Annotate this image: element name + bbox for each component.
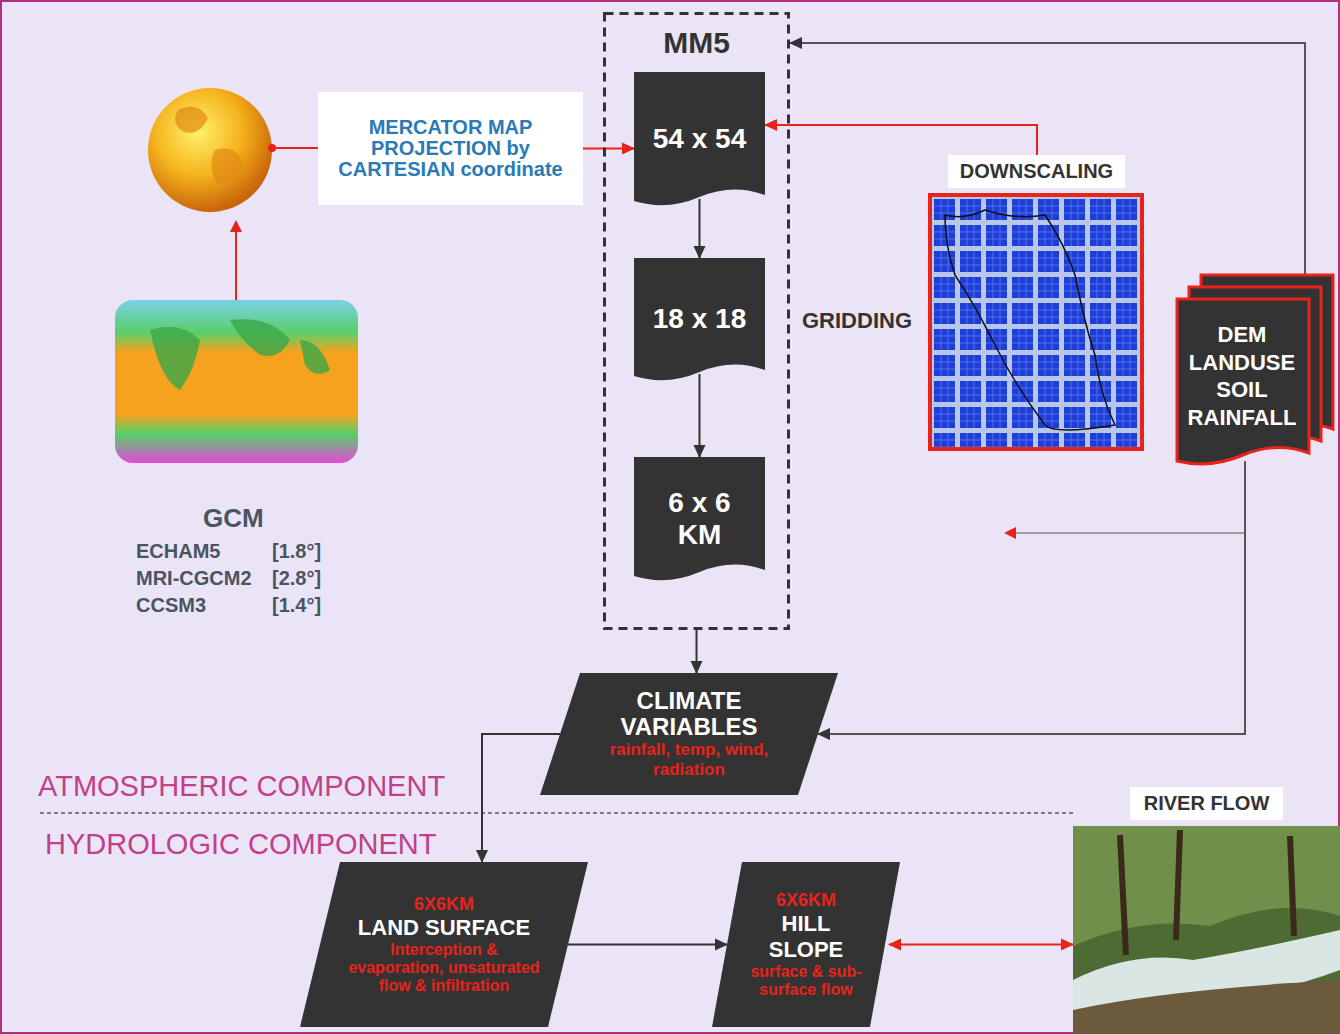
node-title: 6X6KM bbox=[414, 894, 474, 915]
annotation-label: [1.4°] bbox=[272, 594, 321, 617]
box-fill bbox=[318, 92, 583, 205]
river-photo-frame: RIVER FLOW bbox=[1073, 787, 1340, 1034]
globe-continents bbox=[175, 106, 243, 184]
parallelogram-shape bbox=[300, 862, 588, 1027]
model-group: MM5 54 x 54 18 x 18 6 x 6 KM bbox=[603, 12, 790, 630]
node-title: MM5 bbox=[663, 26, 730, 60]
annotation-label: [2.8°] bbox=[272, 567, 321, 590]
annotation-label: GCM bbox=[203, 503, 264, 534]
map-outline bbox=[945, 210, 1115, 430]
resolution-box: 6 x 6 KM bbox=[634, 457, 765, 580]
document-sheet bbox=[1177, 299, 1309, 464]
data-parallelogram: 6X6KMLAND SURFACEInterception & evaporat… bbox=[300, 862, 588, 1027]
node-text: rainfall, temp, wind, radiation bbox=[594, 740, 784, 780]
flow-connector bbox=[568, 944, 727, 946]
river-photo-bank bbox=[1073, 980, 1340, 1034]
world-map-land bbox=[150, 319, 330, 390]
component-divider bbox=[40, 812, 1075, 814]
river-photo-trees bbox=[1073, 826, 1340, 946]
flow-connector bbox=[482, 734, 560, 862]
data-parallelogram: CLIMATE VARIABLESrainfall, temp, wind, r… bbox=[540, 673, 838, 795]
document-shape bbox=[634, 258, 765, 380]
world-map bbox=[115, 300, 358, 463]
node-title: DOWNSCALING bbox=[948, 155, 1125, 188]
node-title: RIVER FLOW bbox=[1130, 787, 1284, 820]
data-parallelogram: 6X6KMHILL SLOPEsurface & sub-surface flo… bbox=[712, 862, 900, 1027]
annotation-label: HYDROLOGIC COMPONENT bbox=[45, 828, 437, 861]
node-title: 18 x 18 bbox=[653, 303, 746, 335]
input-data-stack: DEM LANDUSE SOIL RAINFALL bbox=[1177, 275, 1335, 465]
flow-connector bbox=[889, 944, 1073, 946]
node-title: DEM LANDUSE SOIL RAINFALL bbox=[1183, 321, 1301, 431]
node-text: HILL SLOPE bbox=[746, 911, 866, 963]
annotation-label: ATMOSPHERIC COMPONENT bbox=[38, 770, 445, 803]
node-title: 6 x 6 KM bbox=[650, 487, 750, 551]
node-title: MERCATOR MAP PROJECTION by CARTESIAN coo… bbox=[326, 117, 576, 180]
node-title: CLIMATE VARIABLES bbox=[589, 688, 789, 741]
resolution-box: 54 x 54 bbox=[634, 72, 765, 205]
grid-map bbox=[930, 195, 1142, 449]
annotation-label: [1.8°] bbox=[272, 540, 321, 563]
document-shape bbox=[634, 72, 765, 205]
node-title: 54 x 54 bbox=[653, 123, 746, 155]
river-photo bbox=[1073, 826, 1340, 1034]
flow-connector bbox=[818, 461, 1245, 734]
downscaling-map: DOWNSCALING bbox=[928, 155, 1145, 451]
annotation-label: ECHAM5 bbox=[136, 540, 220, 563]
annotation-label: GRIDDING bbox=[802, 308, 912, 334]
annotation-label: CCSM3 bbox=[136, 594, 206, 617]
node-text: surface & sub-surface flow bbox=[749, 963, 864, 999]
resolution-box: 18 x 18 bbox=[634, 258, 765, 380]
node-title: 6X6KM bbox=[776, 890, 836, 911]
flow-connector bbox=[696, 630, 698, 673]
dangling-arrow bbox=[1006, 532, 1245, 534]
map-to-globe-arrow bbox=[235, 222, 237, 300]
globe bbox=[148, 88, 272, 212]
flow-connector bbox=[790, 43, 1305, 275]
river-photo-trunks bbox=[1120, 830, 1294, 955]
globe-link bbox=[272, 147, 318, 149]
projection-box: MERCATOR MAP PROJECTION by CARTESIAN coo… bbox=[318, 92, 583, 205]
dashed-border bbox=[605, 14, 789, 629]
parallelogram-shape bbox=[712, 862, 900, 1027]
flow-connector bbox=[699, 374, 701, 457]
parallelogram-shape bbox=[540, 673, 838, 795]
flow-connector bbox=[699, 199, 701, 258]
node-text: LAND SURFACE bbox=[358, 915, 530, 941]
document-shape bbox=[634, 457, 765, 580]
flow-connector bbox=[583, 148, 634, 150]
flow-connector bbox=[765, 125, 1037, 155]
node-text: Interception & evaporation, unsaturated … bbox=[344, 941, 544, 995]
annotation-label: MRI-CGCM2 bbox=[136, 567, 252, 590]
